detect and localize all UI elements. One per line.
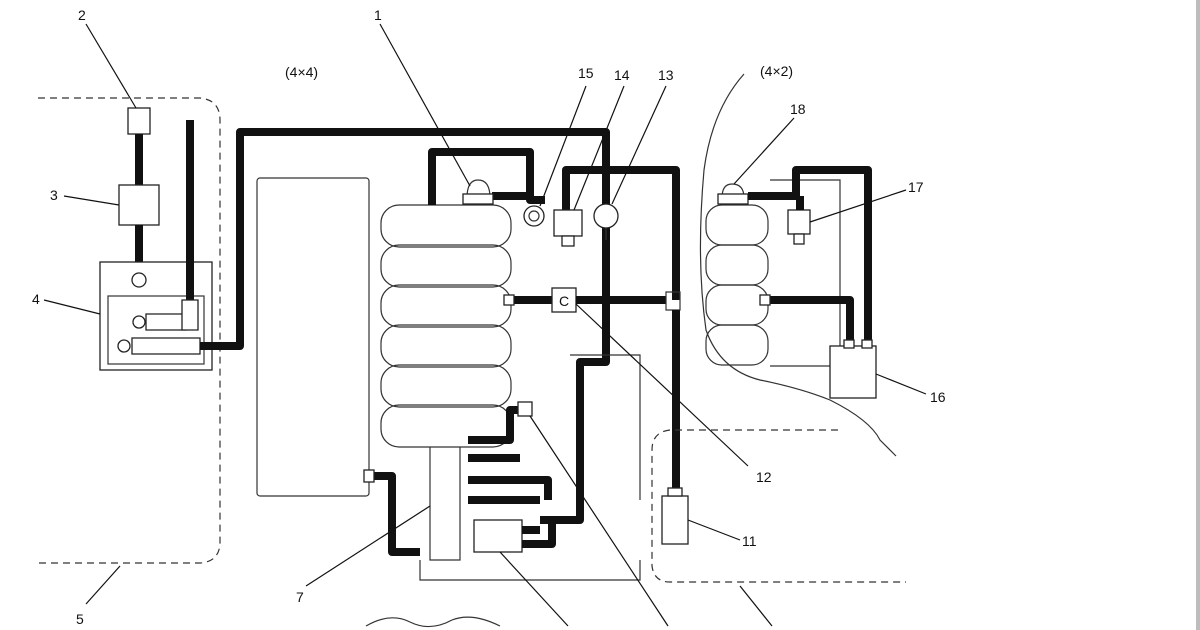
component-16-canister bbox=[829, 345, 877, 399]
right-engine-outline bbox=[699, 73, 897, 457]
canister-port-mid bbox=[132, 315, 146, 329]
component-1-fitting bbox=[466, 179, 491, 199]
right-intake-runners bbox=[705, 204, 769, 366]
hose-lower-3 bbox=[468, 476, 552, 500]
callout-3: 3 bbox=[50, 187, 58, 203]
component-18-fitting bbox=[721, 183, 745, 199]
callout-5: 5 bbox=[76, 611, 84, 627]
component-15-inner bbox=[528, 210, 540, 222]
canister-port-top bbox=[131, 272, 147, 288]
canister-fitting-mid bbox=[145, 313, 187, 331]
engine-side-outline bbox=[570, 354, 641, 500]
air-cleaner-port bbox=[363, 469, 375, 483]
runner-fitting bbox=[503, 294, 515, 306]
callout-1: 1 bbox=[374, 7, 382, 23]
canister-fitting-low bbox=[131, 337, 201, 355]
component-17-nozzle bbox=[793, 233, 805, 245]
component-13-sensor bbox=[593, 203, 619, 229]
component-11-port bbox=[667, 487, 683, 497]
callout-4: 4 bbox=[32, 291, 40, 307]
right-engine-box bbox=[770, 179, 841, 367]
lower-fitting-top bbox=[517, 401, 533, 417]
canister-inner bbox=[107, 295, 205, 365]
throttle-base bbox=[419, 560, 641, 581]
component-3-valve bbox=[118, 184, 160, 226]
callout-14: 14 bbox=[614, 67, 630, 83]
hose-18-16 bbox=[748, 166, 872, 340]
component-14-nozzle bbox=[561, 235, 575, 247]
intake-runners bbox=[380, 204, 512, 448]
air-cleaner-outline bbox=[256, 177, 370, 497]
callout-7: 7 bbox=[296, 589, 304, 605]
canister-port-low bbox=[117, 339, 131, 353]
variant-label-4x2: (4×2) bbox=[760, 63, 793, 79]
component-2-filter bbox=[127, 107, 151, 135]
component-17-valve bbox=[787, 209, 811, 235]
callout-12: 12 bbox=[756, 469, 772, 485]
hose-main-purge bbox=[200, 128, 610, 524]
hose-solenoid-b bbox=[522, 520, 556, 548]
right-dashed-outline bbox=[651, 429, 906, 583]
component-16-port-a bbox=[843, 339, 855, 349]
component-11-sensor bbox=[661, 495, 689, 545]
component-1-base bbox=[462, 193, 494, 205]
hose-air-cleaner bbox=[370, 472, 420, 556]
hose-runner-16 bbox=[768, 296, 854, 340]
component-15-solenoid bbox=[523, 205, 545, 227]
callout-13: 13 bbox=[658, 67, 674, 83]
component-lower-solenoid bbox=[473, 519, 523, 553]
callout-16: 16 bbox=[930, 389, 946, 405]
leader-lines bbox=[43, 23, 927, 627]
fan-outline bbox=[365, 616, 501, 628]
hose-lower-1 bbox=[468, 406, 524, 444]
vent-fitting bbox=[181, 299, 199, 331]
component-14-valve bbox=[553, 209, 583, 237]
left-dashed-outline bbox=[38, 97, 221, 564]
callout-17: 17 bbox=[908, 179, 924, 195]
component-18-base bbox=[717, 193, 749, 205]
connector-c-label: C bbox=[559, 293, 569, 309]
component-12-connector bbox=[551, 287, 577, 313]
callout-11: 11 bbox=[742, 533, 757, 549]
hose-14-13 bbox=[562, 166, 680, 300]
intake-neck bbox=[429, 447, 461, 561]
hose-top-loop bbox=[428, 148, 545, 205]
callout-18: 18 bbox=[790, 101, 806, 117]
variant-label-4x4: (4×4) bbox=[285, 64, 318, 80]
component-16-port-b bbox=[861, 339, 873, 349]
callout-2: 2 bbox=[78, 7, 86, 23]
right-runner-fitting bbox=[759, 294, 771, 306]
callout-15: 15 bbox=[578, 65, 594, 81]
